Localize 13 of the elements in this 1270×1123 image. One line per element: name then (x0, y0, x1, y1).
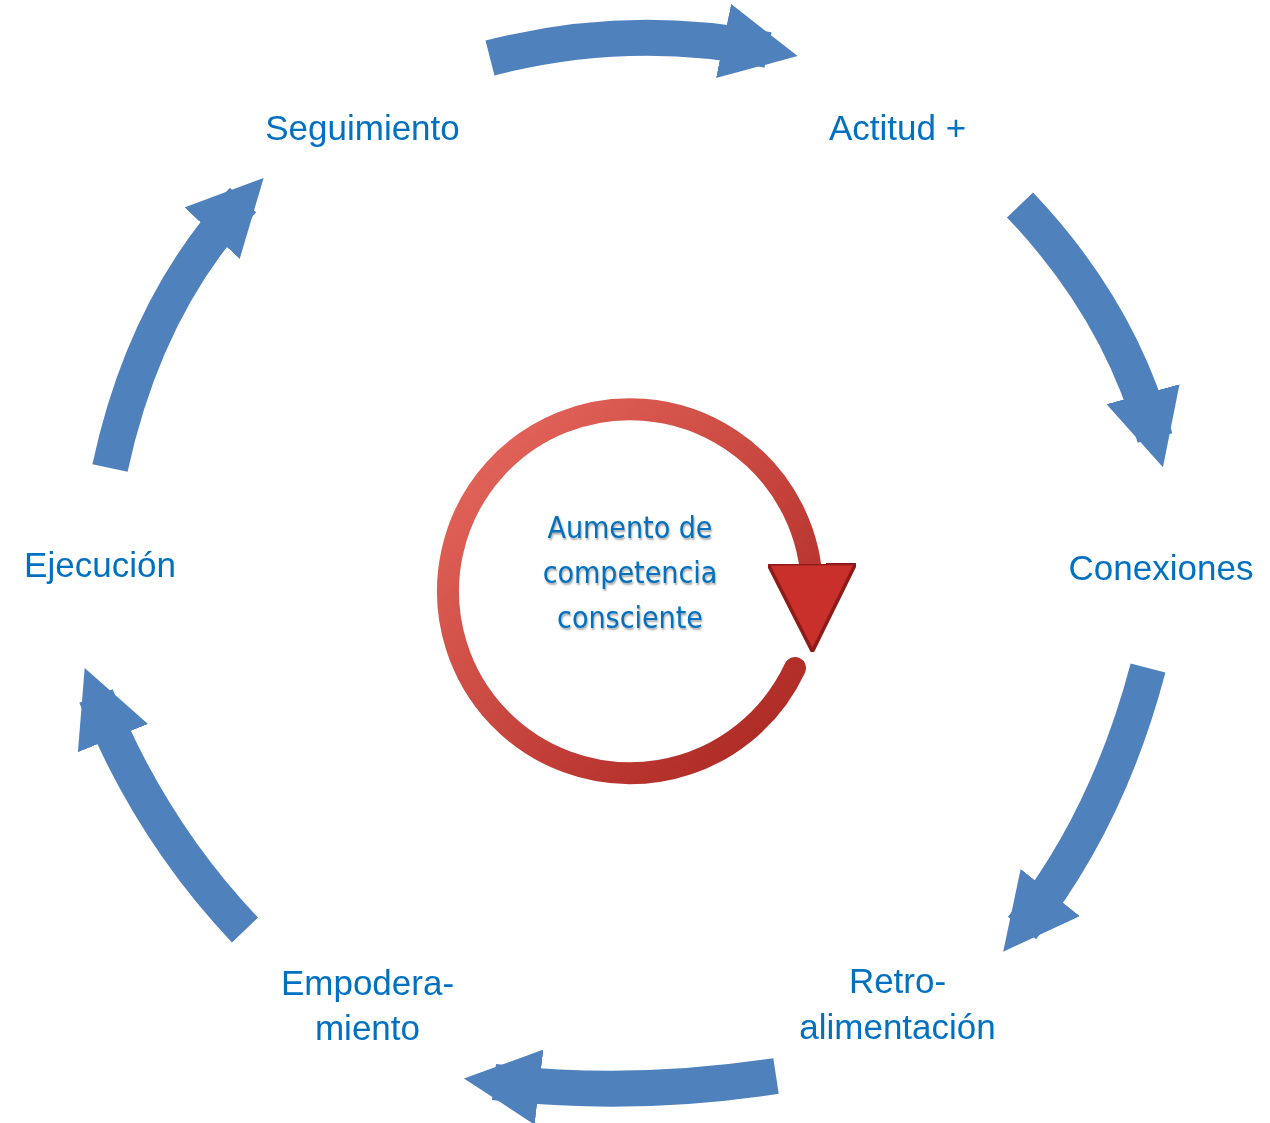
block-arrow (92, 177, 264, 473)
block-arrow (485, 4, 798, 79)
node-label: Actitud + (828, 106, 967, 149)
node-label: Seguimiento (265, 106, 460, 149)
block-arrow (78, 668, 259, 943)
block-arrow (463, 1049, 779, 1123)
node-label: Empodera- miento (279, 961, 456, 1049)
node-label: Ejecución (24, 543, 176, 586)
node-label: Conexiones (1068, 546, 1254, 589)
node-label: Retro- alimentación (798, 960, 997, 1048)
node-label: Aumento de competencia consciente (541, 509, 719, 637)
block-arrow (1006, 192, 1179, 467)
block-arrow (1003, 663, 1166, 952)
